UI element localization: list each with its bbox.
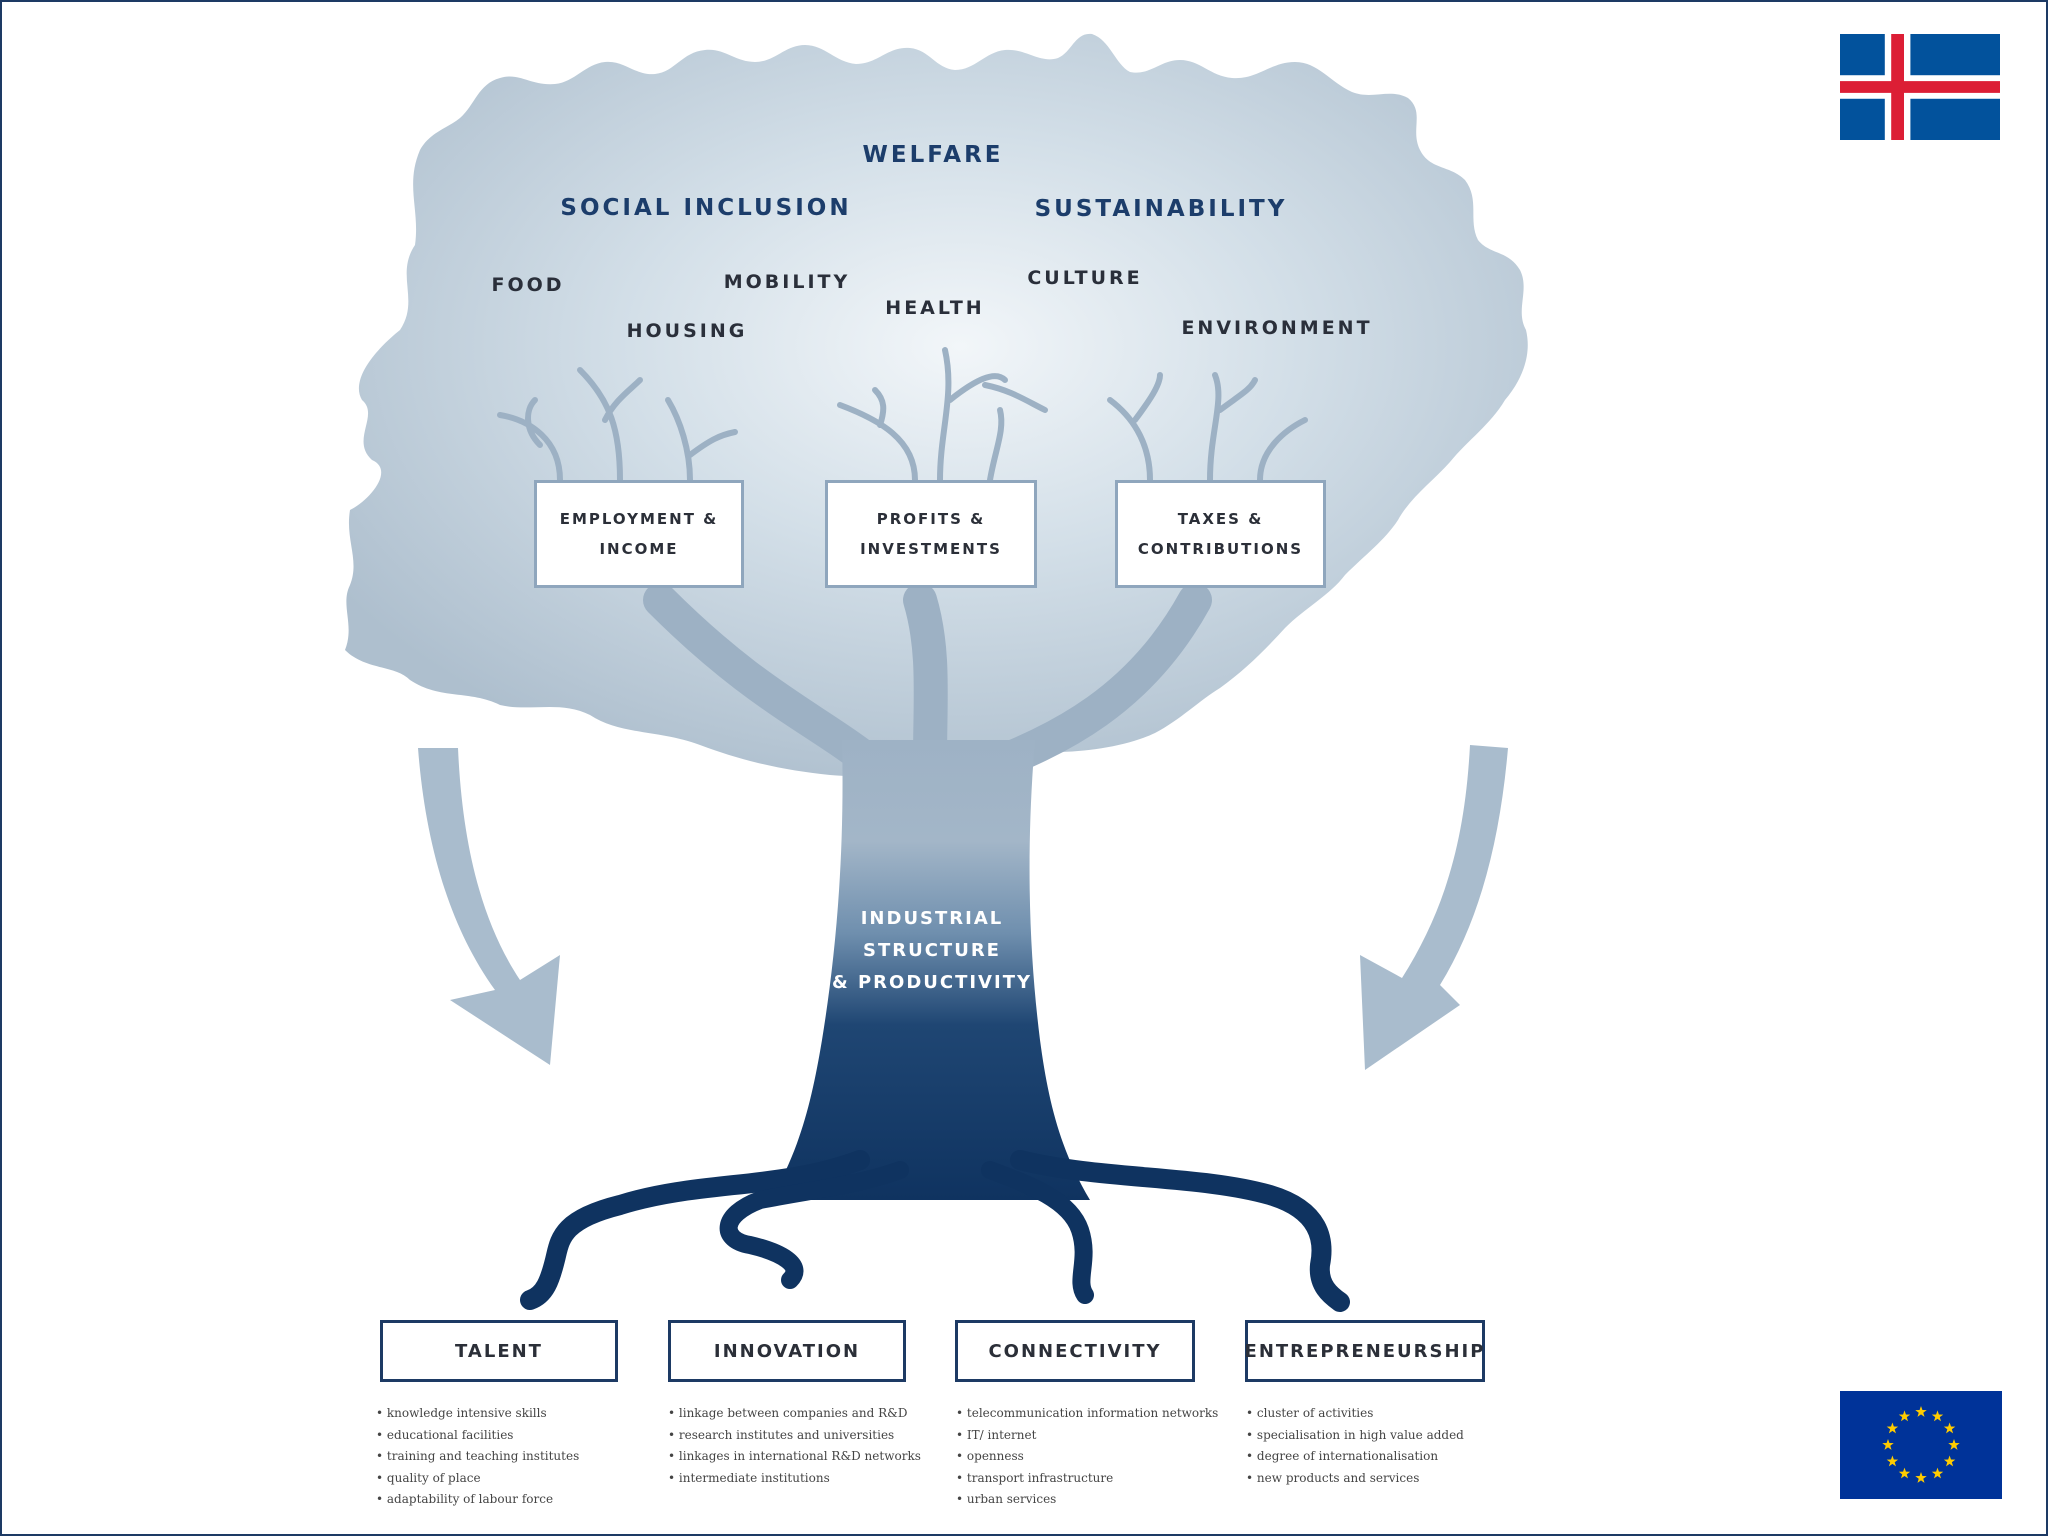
trunk-line2: STRUCTURE	[863, 940, 1001, 961]
left-arrow	[418, 748, 560, 1065]
eu-star-icon	[1943, 1422, 1956, 1434]
list-item: IT/ internet	[956, 1425, 1218, 1447]
list-item: research institutes and universities	[668, 1425, 921, 1447]
eu-star-icon	[1886, 1422, 1899, 1434]
eu-star-icon	[1898, 1467, 1911, 1479]
root-box-talent: TALENT	[380, 1320, 618, 1382]
output-profits-line1: PROFITS &	[876, 510, 986, 528]
list-item: degree of internationalisation	[1246, 1446, 1464, 1468]
talent-list: knowledge intensive skills educational f…	[376, 1403, 579, 1511]
innovation-list: linkage between companies and R&D resear…	[668, 1403, 921, 1489]
connectivity-list: telecommunication information networks I…	[956, 1403, 1218, 1511]
list-item: specialisation in high value added	[1246, 1425, 1464, 1447]
iceland-flag-icon	[1840, 34, 2000, 140]
eu-star-icon	[1931, 1410, 1944, 1422]
list-item: transport infrastructure	[956, 1468, 1218, 1490]
eu-star-icon	[1898, 1410, 1911, 1422]
list-item: urban services	[956, 1489, 1218, 1511]
list-item: adaptability of labour force	[376, 1489, 579, 1511]
label-environment: ENVIRONMENT	[1181, 317, 1373, 339]
list-item: educational facilities	[376, 1425, 579, 1447]
tree-twigs	[497, 347, 1308, 483]
root-box-connectivity: CONNECTIVITY	[955, 1320, 1195, 1382]
label-culture: CULTURE	[1027, 267, 1143, 289]
list-item: telecommunication information networks	[956, 1403, 1218, 1425]
trunk-line1: INDUSTRIAL	[860, 908, 1004, 929]
tree-trunk	[770, 740, 1090, 1200]
output-profits-line2: INVESTMENTS	[860, 540, 1002, 558]
label-housing: HOUSING	[626, 320, 748, 342]
list-item: training and teaching institutes	[376, 1446, 579, 1468]
right-arrow	[1360, 745, 1508, 1070]
root-box-innovation: INNOVATION	[668, 1320, 906, 1382]
list-item: new products and services	[1246, 1468, 1464, 1490]
output-taxes-line1: TAXES &	[1177, 510, 1264, 528]
eu-star-icon	[1948, 1439, 1960, 1450]
label-food: FOOD	[491, 274, 565, 296]
eu-star-icon	[1931, 1467, 1944, 1479]
tree-roots	[520, 1150, 1350, 1312]
label-health: HEALTH	[885, 297, 985, 319]
eu-star-icon	[1915, 1472, 1927, 1483]
eu-flag-icon	[1840, 1391, 2002, 1499]
label-welfare: WELFARE	[862, 142, 1004, 168]
output-employment-line2: INCOME	[599, 540, 679, 558]
label-sustainability: SUSTAINABILITY	[1034, 196, 1288, 222]
eu-star-icon	[1915, 1406, 1927, 1417]
trunk-label: INDUSTRIAL STRUCTURE & PRODUCTIVITY	[832, 903, 1032, 999]
list-item: openness	[956, 1446, 1218, 1468]
output-box-employment: EMPLOYMENT & INCOME	[534, 480, 744, 588]
trunk-line3: & PRODUCTIVITY	[832, 972, 1033, 993]
tree-crown	[345, 33, 1528, 778]
list-item: knowledge intensive skills	[376, 1403, 579, 1425]
list-item: intermediate institutions	[668, 1468, 921, 1490]
list-item: linkage between companies and R&D	[668, 1403, 921, 1425]
output-employment-line1: EMPLOYMENT &	[559, 510, 719, 528]
list-item: quality of place	[376, 1468, 579, 1490]
eu-star-icon	[1943, 1455, 1956, 1467]
entrepreneurship-list: cluster of activities specialisation in …	[1246, 1403, 1464, 1489]
root-box-entrepreneurship: ENTREPRENEURSHIP	[1245, 1320, 1485, 1382]
eu-star-icon	[1882, 1439, 1894, 1450]
label-social-inclusion: SOCIAL INCLUSION	[560, 195, 852, 221]
output-taxes-line2: CONTRIBUTIONS	[1137, 540, 1304, 558]
list-item: linkages in international R&D networks	[668, 1446, 921, 1468]
output-box-profits: PROFITS & INVESTMENTS	[825, 480, 1037, 588]
eu-star-icon	[1886, 1455, 1899, 1467]
list-item: cluster of activities	[1246, 1403, 1464, 1425]
label-mobility: MOBILITY	[723, 271, 851, 293]
output-box-taxes: TAXES & CONTRIBUTIONS	[1115, 480, 1326, 588]
